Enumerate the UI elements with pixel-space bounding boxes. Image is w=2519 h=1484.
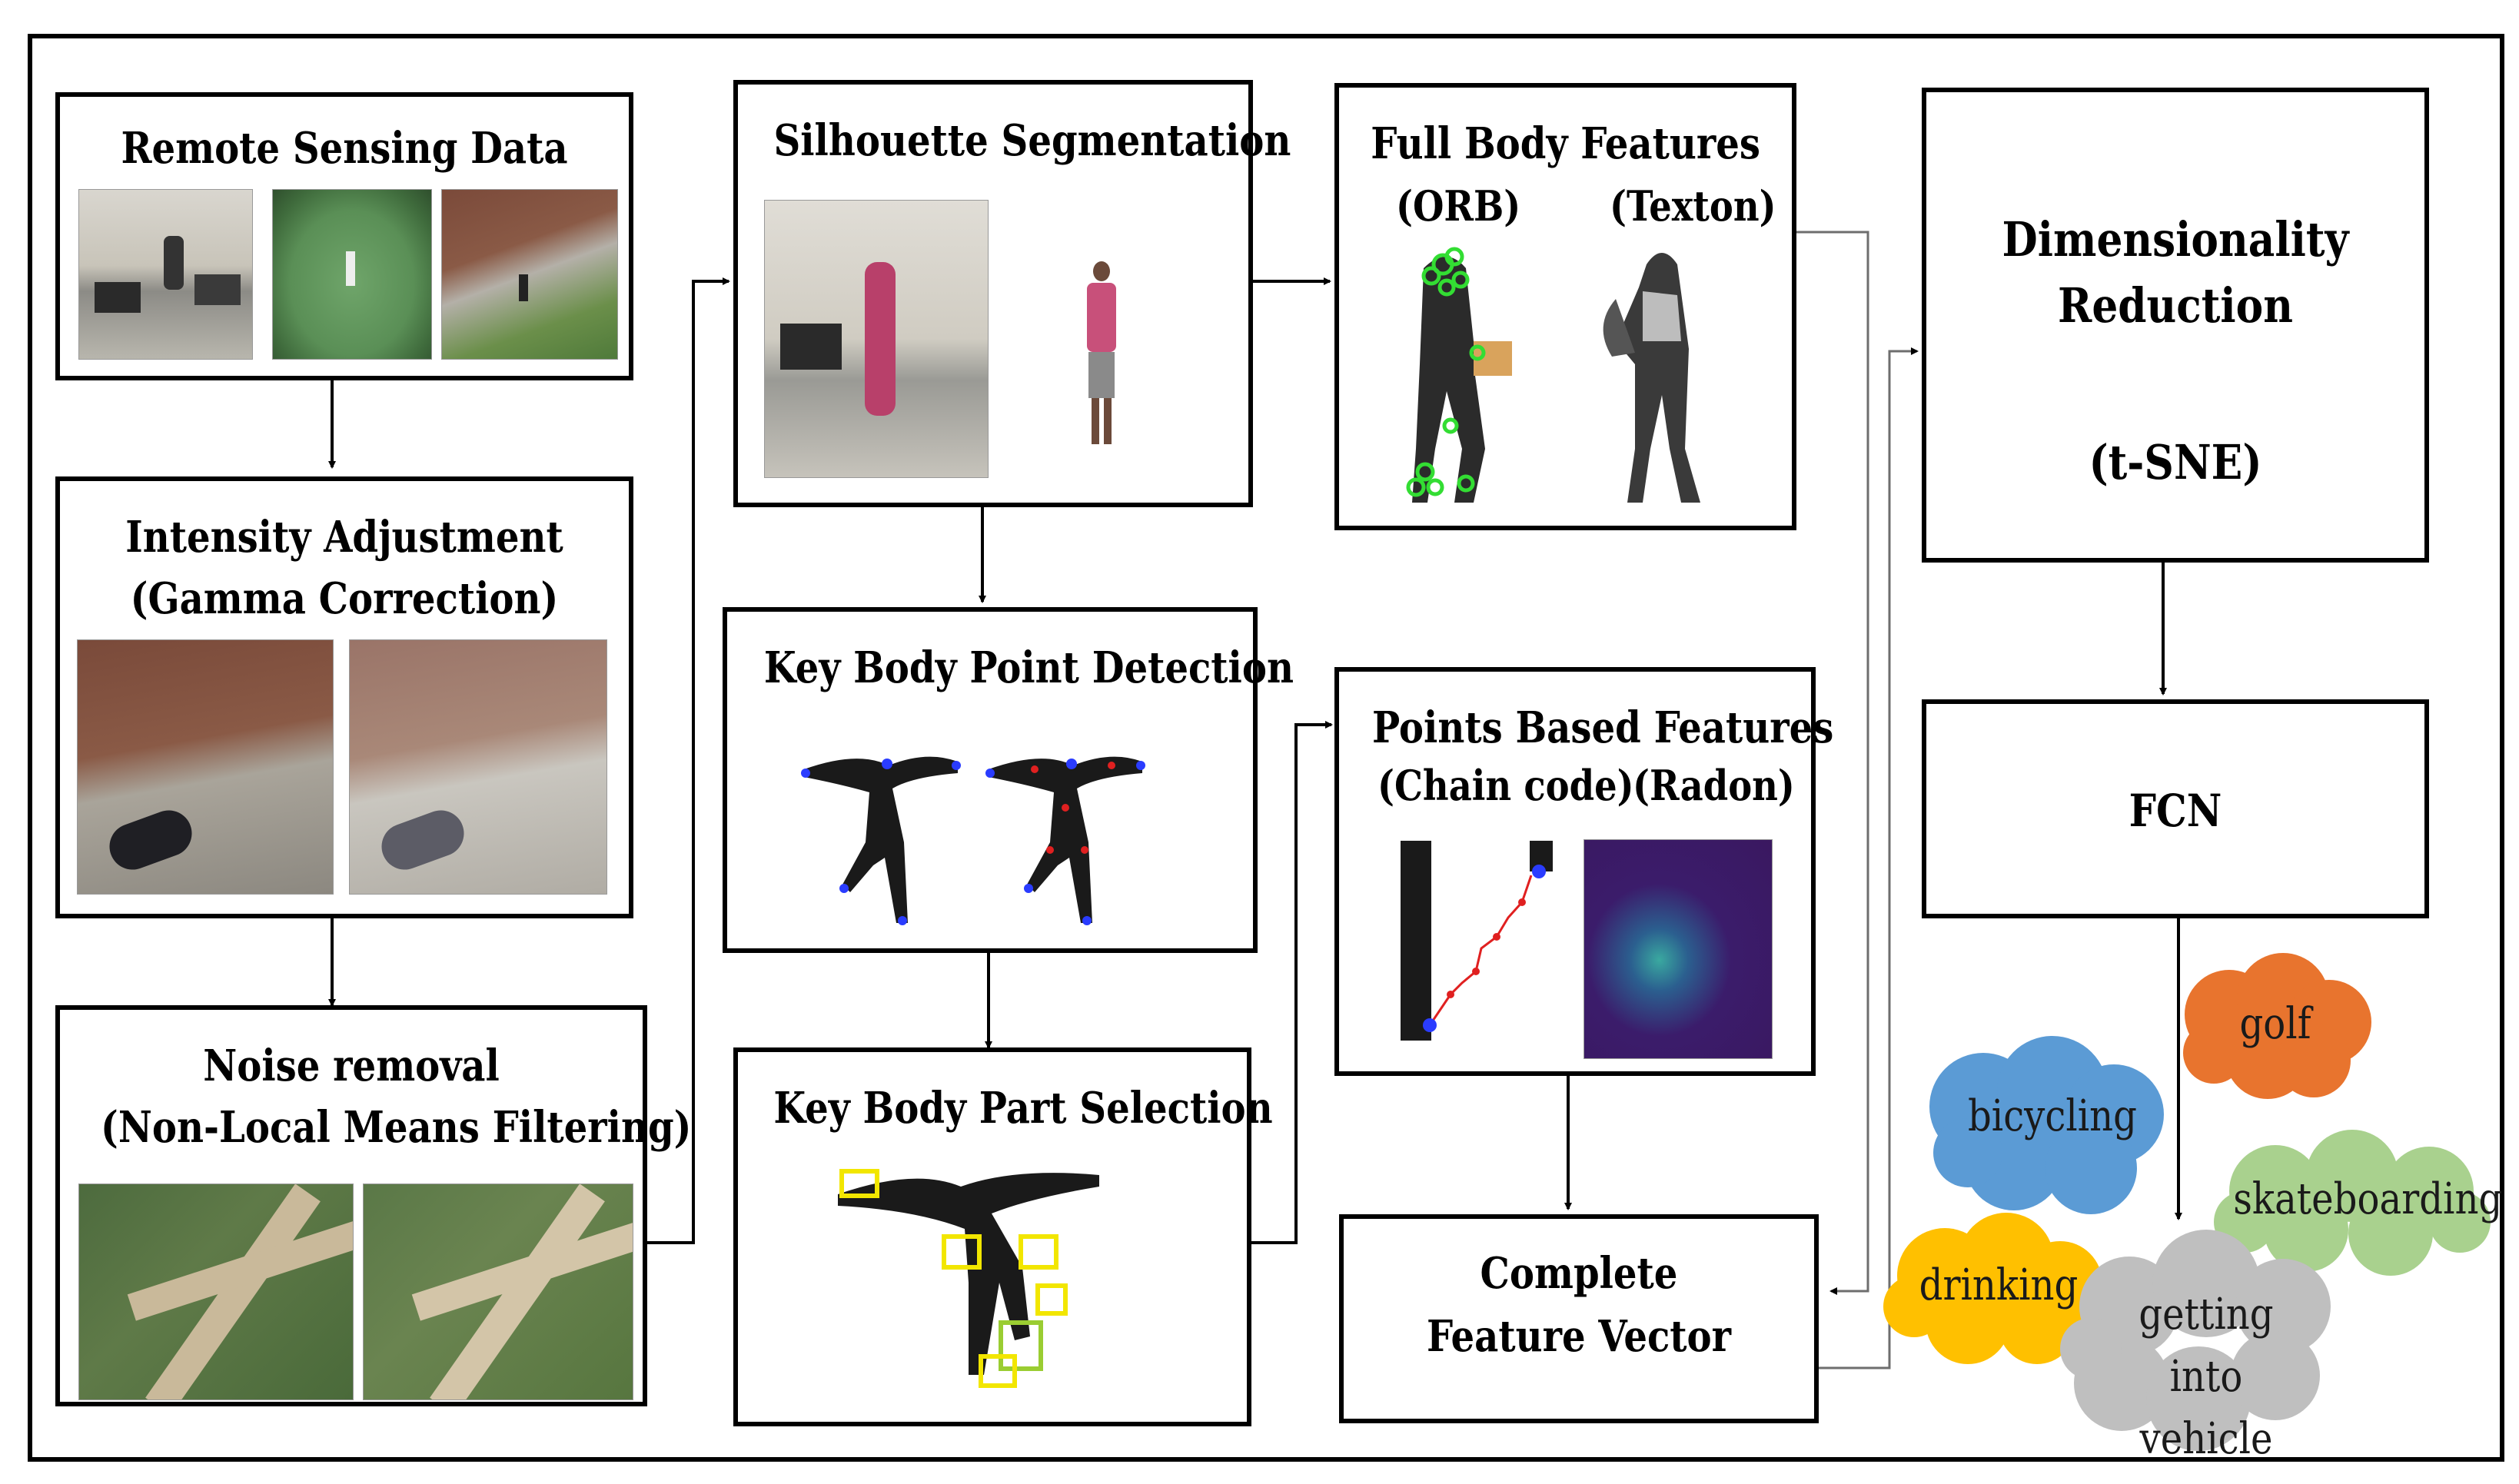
fcn-title: FCN	[2129, 785, 2222, 837]
skeleton-left	[804, 756, 958, 923]
keypart-title: Key Body Part Selection	[773, 1083, 1273, 1134]
keypart-box: Key Body Part Selection	[733, 1047, 1273, 1426]
points-box: Points Based Features (Chain code) (Rado…	[1334, 667, 1834, 1076]
keypart-figure	[838, 1169, 1099, 1388]
selected-part-box	[999, 1320, 1043, 1371]
intensity-title-line1: Intensity Adjustment	[125, 512, 563, 563]
aerial-denoised-thumbnail	[363, 1184, 633, 1400]
orb-label: (ORB)	[1396, 181, 1521, 231]
remote-sensing-title: Remote Sensing Data	[121, 123, 568, 174]
detected-keypoints	[801, 759, 1145, 925]
aerial-noisy-thumbnail	[78, 1184, 354, 1400]
chain-code-label: (Chain code)	[1377, 761, 1634, 810]
fullbody-title: Full Body Features	[1371, 118, 1760, 169]
complete-title-line1: Complete	[1480, 1248, 1678, 1299]
keypoint-box: Key Body Point Detection	[723, 607, 1294, 953]
noise-title-line1: Noise removal	[203, 1041, 500, 1091]
class-label-skateboarding: skateboarding	[2233, 1174, 2503, 1224]
class-label-drinking: drinking	[1919, 1260, 2079, 1310]
complete-box: Complete Feature Vector	[1339, 1214, 1819, 1423]
fcn-box: FCN	[1922, 699, 2429, 918]
texton-label: (Texton)	[1610, 181, 1776, 231]
fullbody-box: Full Body Features (ORB) (Texton)	[1334, 83, 1796, 530]
points-title: Points Based Features	[1371, 702, 1834, 753]
class-label-getting-into-vehicle: getting into vehicle	[2138, 1290, 2274, 1465]
cloud-skateboarding	[2214, 1130, 2491, 1276]
dimred-title-line3: (t-SNE)	[2089, 434, 2262, 490]
golf-field-thumbnail	[272, 189, 432, 360]
silhouette-title: Silhouette Segmentation	[773, 115, 1291, 166]
office-scene-thumbnail	[78, 189, 253, 360]
keypoint-skeletons	[801, 756, 1145, 925]
texton-figure	[1603, 253, 1700, 503]
segmented-person-silhouette	[1084, 261, 1119, 446]
intensity-title-line2: (Gamma Correction)	[130, 573, 559, 624]
radon-transform-image	[1584, 839, 1773, 1059]
silhouette-box: Silhouette Segmentation	[733, 80, 1291, 507]
dimred-title-line1: Dimensionality	[2002, 211, 2349, 267]
class-label-golf: golf	[2239, 999, 2311, 1049]
body-silhouette	[838, 1173, 1099, 1375]
skeleton-right	[989, 756, 1142, 923]
segmentation-input-thumbnail	[764, 200, 989, 478]
selected-part-box	[839, 1169, 879, 1198]
selected-part-box	[1019, 1234, 1058, 1270]
selected-part-box	[979, 1354, 1017, 1388]
cloud-golf	[2183, 953, 2371, 1099]
cloud-getting-into-vehicle	[2060, 1230, 2331, 1451]
selected-part-box	[942, 1234, 982, 1270]
keypoint-title: Key Body Point Detection	[763, 642, 1294, 693]
aerial-original-thumbnail	[77, 639, 334, 895]
complete-title-line2: Feature Vector	[1426, 1311, 1732, 1362]
class-label-bicycling: bicycling	[1967, 1091, 2138, 1141]
aerial-gamma-corrected-thumbnail	[349, 639, 607, 895]
dimred-box: Dimensionality Reduction (t-SNE)	[1922, 88, 2429, 563]
noise-box: Noise removal (Non-Local Means Filtering…	[55, 1005, 692, 1406]
chain-code-plot	[1401, 841, 1553, 1041]
building-scene-thumbnail	[441, 189, 618, 360]
fullbody-figures	[1406, 247, 1700, 503]
selected-part-box	[1035, 1283, 1068, 1316]
dimred-title-line2: Reduction	[2058, 277, 2293, 334]
remote-sensing-box: Remote Sensing Data	[55, 92, 633, 380]
radon-label: (Radon)	[1633, 761, 1795, 810]
orb-figure	[1406, 247, 1512, 503]
cloud-bicycling	[1929, 1036, 2164, 1214]
intensity-box: Intensity Adjustment (Gamma Correction)	[55, 476, 633, 918]
noise-title-line2: (Non-Local Means Filtering)	[101, 1102, 692, 1153]
outer-frame	[28, 34, 2504, 1462]
